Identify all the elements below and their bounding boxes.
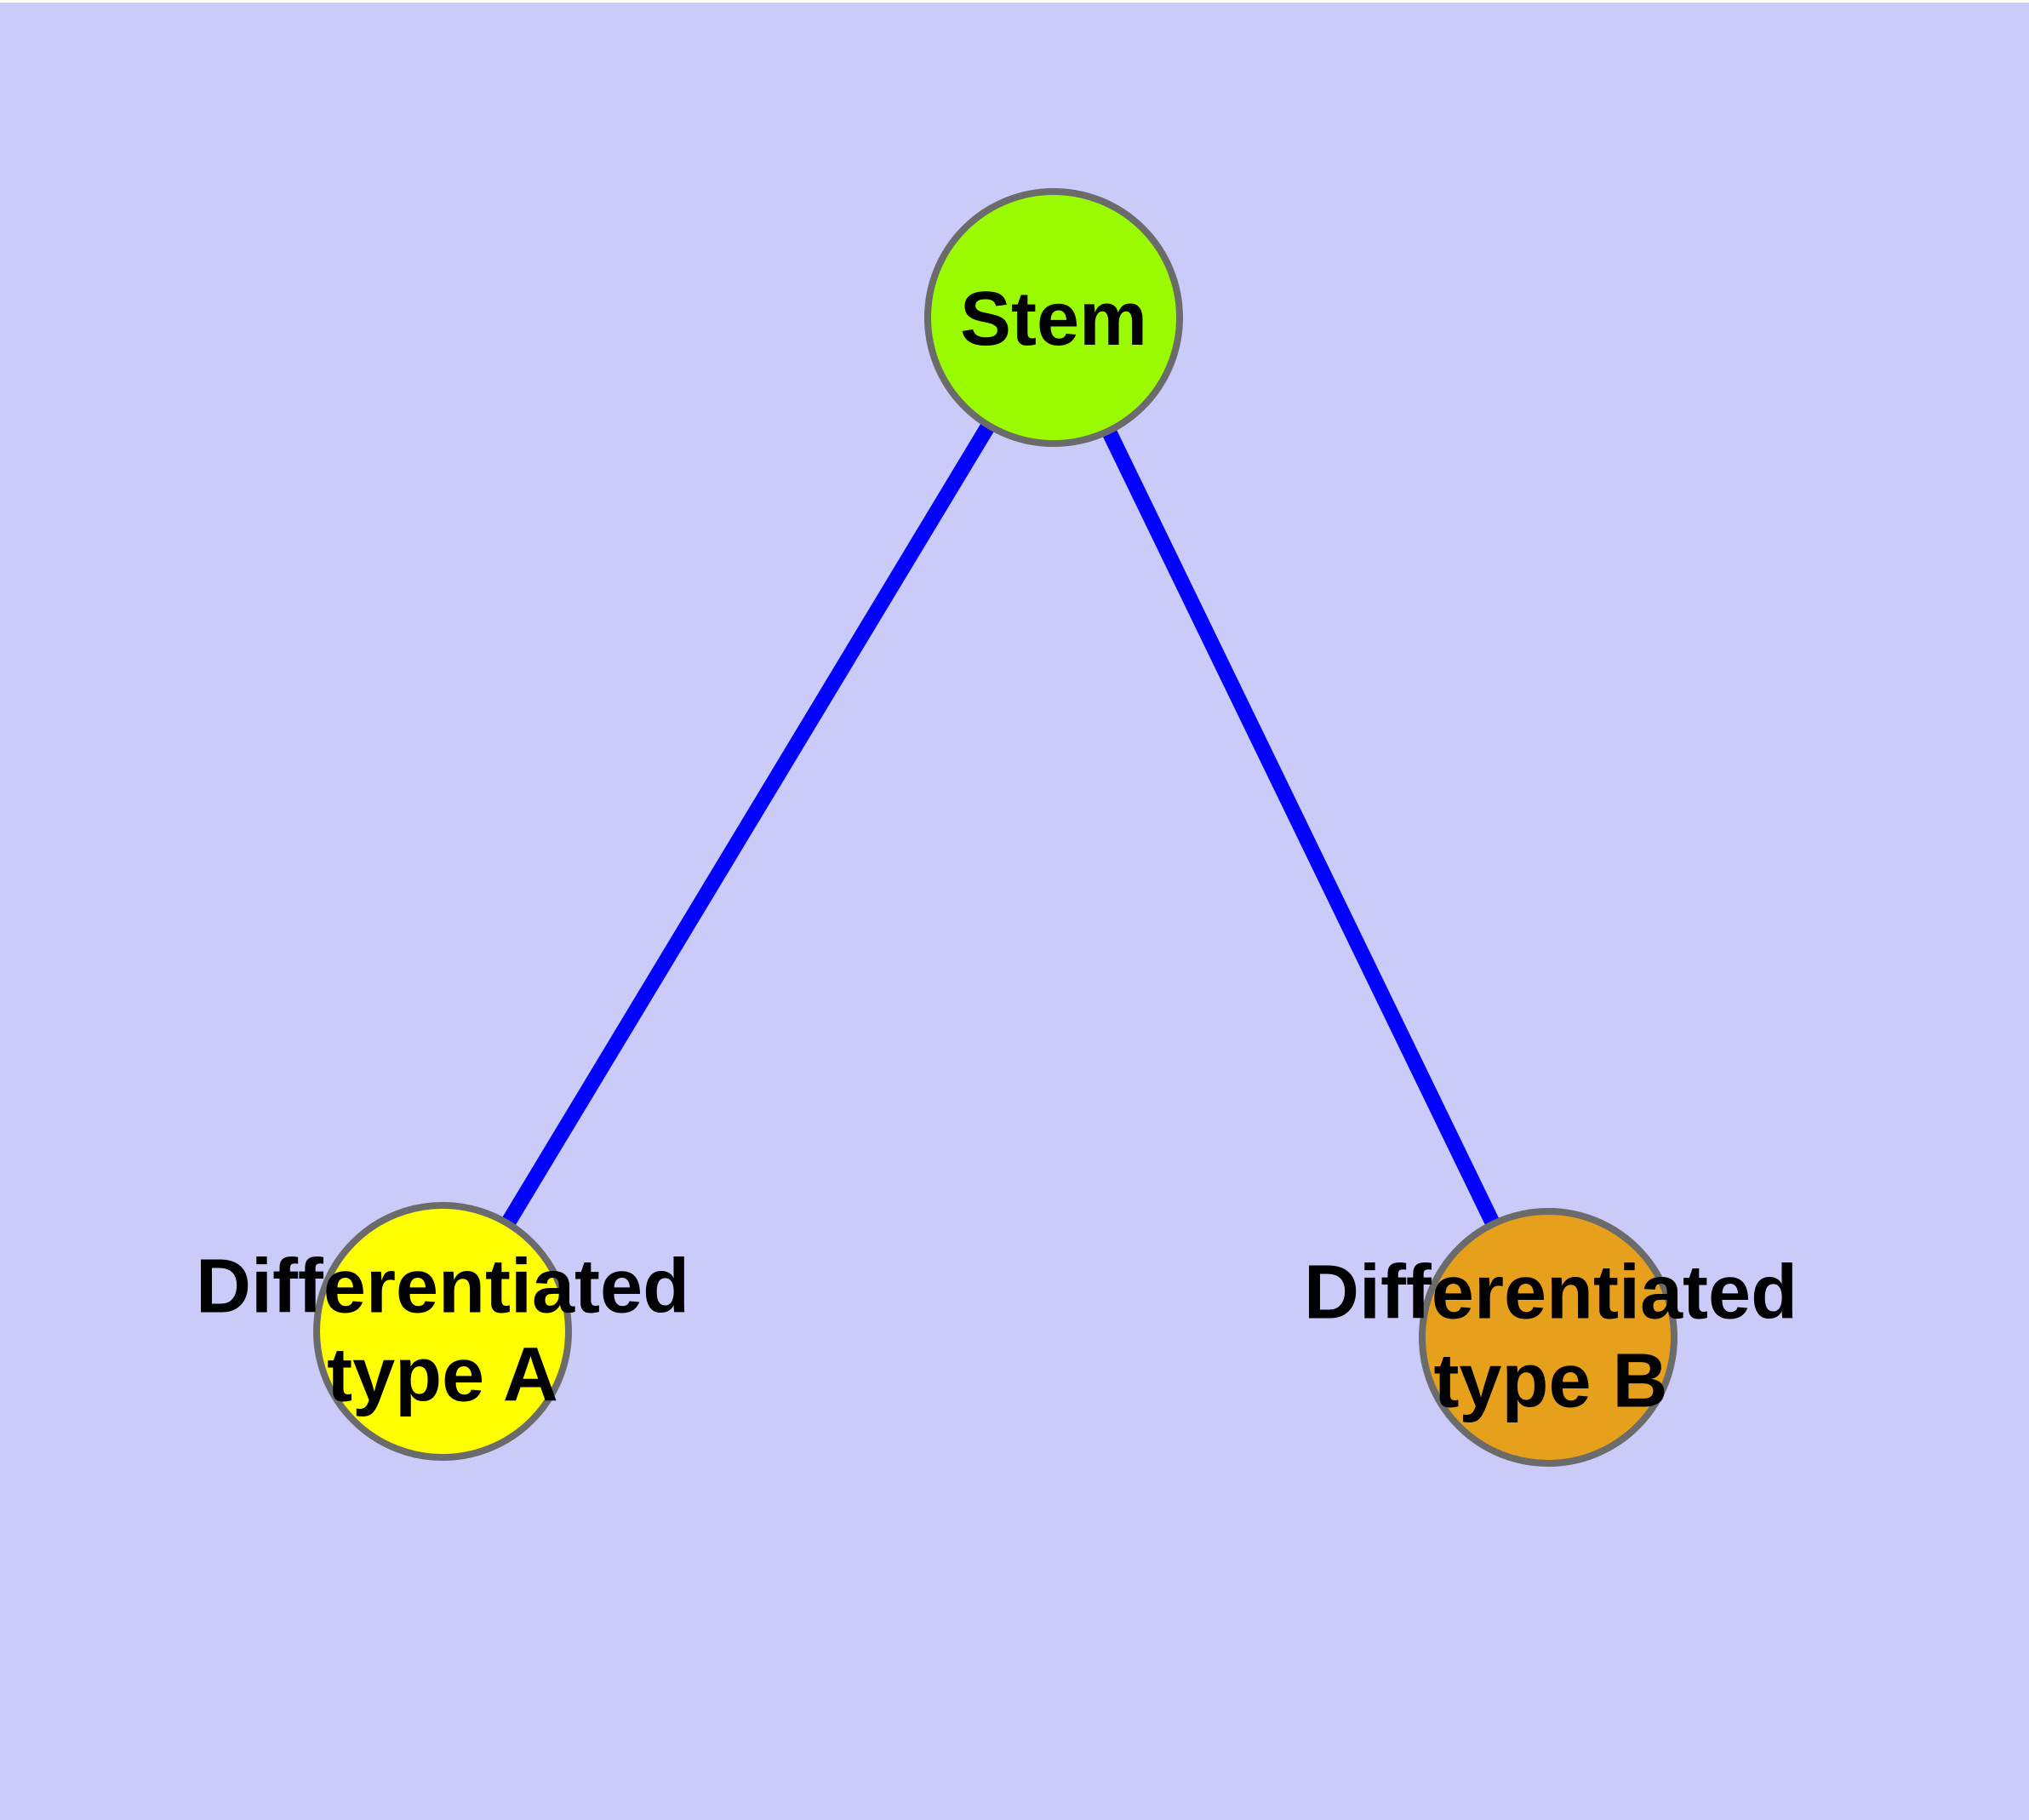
node-type-a-circle (313, 1202, 572, 1461)
node-type-b-label: Differentiated type B (1304, 1249, 1798, 1427)
node-label-line: Stem (959, 276, 1148, 362)
node-type-a-label: Differentiated type A (196, 1243, 689, 1421)
node-label-line: type B (1433, 1339, 1668, 1424)
canvas-top-margin (0, 0, 2029, 3)
edge-stem-to-type-a (436, 313, 1060, 1336)
node-type-b-circle (1419, 1208, 1677, 1467)
edge-stem-to-type-b (1046, 314, 1556, 1341)
node-label-line: Differentiated (195, 1244, 690, 1330)
node-stem-circle (924, 188, 1183, 447)
node-label-line: type A (327, 1333, 558, 1418)
node-stem-label: Stem (960, 275, 1147, 363)
node-label-line: Differentiated (1303, 1250, 1798, 1336)
